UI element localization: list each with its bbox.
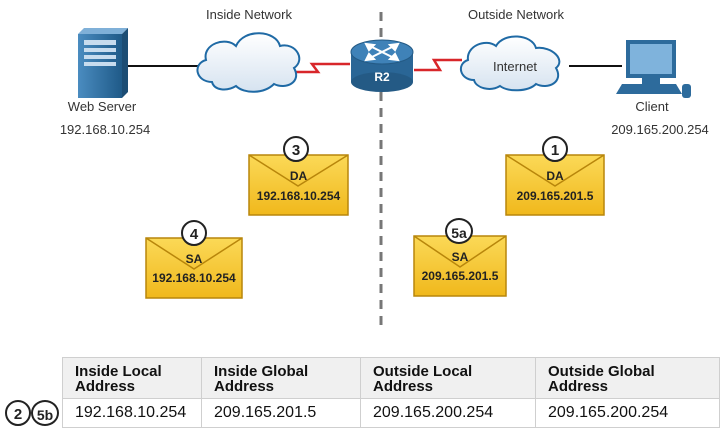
speed-lines-1	[604, 167, 692, 201]
cell-outside-global: 209.165.200.254	[535, 398, 720, 428]
client-label: Client	[635, 99, 669, 114]
web-server-label: Web Server	[67, 99, 137, 114]
step-badge-3: 3	[283, 136, 309, 162]
envelope-3-field: DA	[289, 169, 308, 183]
nat-table-header-row: Inside Local Address Inside Global Addre…	[62, 357, 720, 399]
nat-table: Inside Local Address Inside Global Addre…	[62, 357, 720, 428]
outside-network-label: Outside Network	[467, 7, 565, 22]
cell-inside-local: 192.168.10.254	[62, 398, 202, 428]
step-badge-5a: 5a	[445, 218, 473, 244]
envelope-3-address: 192.168.10.254	[256, 189, 341, 203]
envelope-1-address: 209.165.201.5	[516, 189, 594, 203]
step-badge-1: 1	[542, 136, 568, 162]
envelope-5a-address: 209.165.201.5	[421, 269, 499, 283]
internet-label: Internet	[492, 59, 538, 74]
router-label: R2	[374, 70, 390, 84]
client-pc-icon	[616, 40, 691, 98]
envelope-4-address: 192.168.10.254	[152, 271, 236, 285]
serial-link-outside	[414, 58, 462, 72]
step-badge-2: 2	[5, 400, 31, 426]
serial-link-inside	[296, 62, 350, 74]
envelope-1-field: DA	[546, 169, 564, 183]
client-ip: 209.165.200.254	[611, 122, 709, 137]
envelope-4	[145, 237, 243, 299]
inside-cloud-icon	[196, 32, 301, 93]
header-outside-local: Outside Local Address	[360, 357, 536, 399]
step-badge-4: 4	[181, 220, 207, 246]
speed-lines-3	[348, 167, 424, 201]
step-badge-5b: 5b	[31, 400, 59, 426]
header-outside-global: Outside Global Address	[535, 357, 720, 399]
header-inside-global: Inside Global Address	[201, 357, 361, 399]
web-server-ip: 192.168.10.254	[59, 122, 151, 137]
speed-lines-4	[48, 255, 146, 289]
envelope-4-field: SA	[185, 252, 203, 266]
inside-network-label: Inside Network	[206, 7, 292, 22]
router-icon	[350, 39, 414, 92]
envelope-5a-field: SA	[451, 250, 469, 264]
envelope-3	[248, 154, 349, 216]
cell-outside-local: 209.165.200.254	[360, 398, 536, 428]
web-server-icon	[78, 28, 128, 98]
envelope-1	[505, 154, 605, 216]
cell-inside-global: 209.165.201.5	[201, 398, 361, 428]
speed-lines-5a	[330, 255, 414, 281]
internet-cloud-icon	[459, 35, 561, 92]
header-inside-local: Inside Local Address	[62, 357, 202, 399]
table-row: 192.168.10.254 209.165.201.5 209.165.200…	[62, 398, 720, 428]
